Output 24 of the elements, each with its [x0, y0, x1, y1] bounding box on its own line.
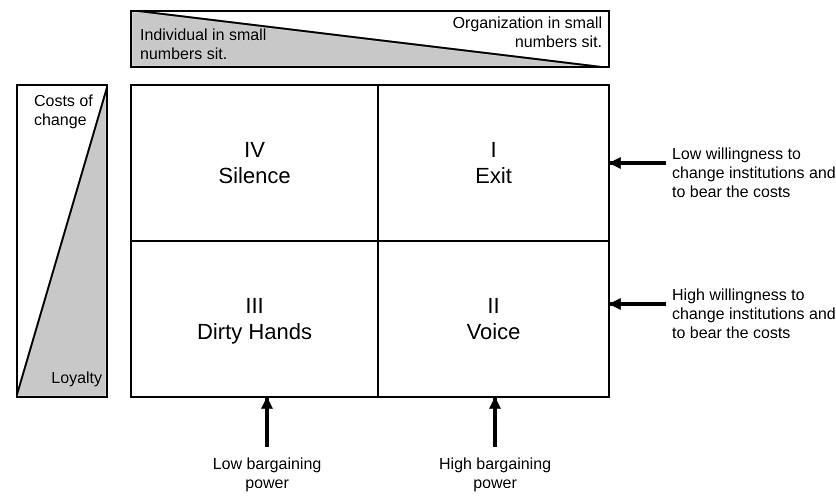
cell-label: Dirty Hands [197, 319, 312, 345]
cell-label: Voice [466, 319, 520, 345]
matrix-cell [130, 240, 379, 398]
matrix-cell [377, 84, 610, 242]
arrow [608, 157, 666, 169]
cell-label: I [490, 137, 497, 163]
bar-label: Loyalty [51, 369, 102, 388]
arrow [489, 396, 501, 447]
bar-label: Costs of change [34, 92, 94, 130]
cell-label: Exit [475, 163, 512, 189]
matrix-cell [130, 84, 379, 242]
bar-label: Organization in small numbers sit. [452, 14, 602, 52]
bar-label: Individual in small numbers sit. [140, 26, 268, 64]
cell-label: II [487, 293, 500, 319]
cell-label: III [245, 293, 264, 319]
annotation-text: Low bargaining power [200, 455, 334, 495]
annotation-text: Low willingness to change institutions and to bear the costs [672, 145, 836, 205]
annotation-text: High bargaining power [428, 455, 562, 495]
arrow [608, 298, 666, 310]
matrix-cell [377, 240, 610, 398]
annotation-text: High willingness to change institutions and to bear the costs [672, 286, 836, 346]
cell-label: Silence [218, 163, 291, 189]
cell-label: IV [244, 137, 265, 163]
arrow [261, 396, 273, 447]
